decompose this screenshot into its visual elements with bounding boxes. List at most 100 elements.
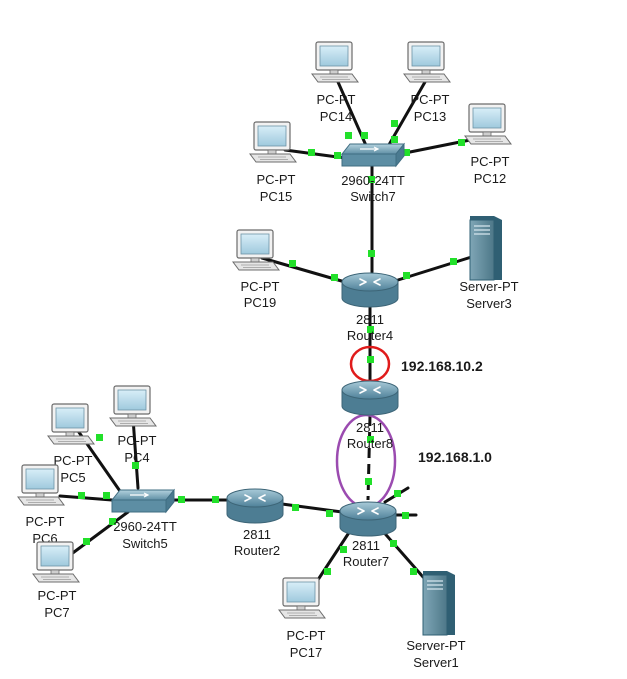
cable-router8-router7[interactable] (366, 415, 372, 501)
link-light (83, 538, 90, 545)
device-name-label: PC7 (44, 605, 69, 620)
link-light (367, 356, 374, 363)
device-switch5[interactable]: 2960-24TT Switch5 (111, 489, 177, 551)
pc-icon (311, 41, 359, 83)
device-pc6[interactable]: PC-PT PC6 (17, 464, 65, 546)
device-type-label: PC-PT (287, 628, 326, 643)
device-type-label: PC-PT (471, 154, 510, 169)
device-pc4[interactable]: PC-PT PC4 (109, 385, 157, 465)
device-type-label: PC-PT (257, 172, 296, 187)
link-light (458, 139, 465, 146)
device-name-label: PC12 (474, 171, 507, 186)
device-name-label: PC15 (260, 189, 293, 204)
link-light (109, 518, 116, 525)
cable-pc4-switch5[interactable] (131, 416, 140, 490)
device-type-label: PC-PT (411, 92, 450, 107)
device-server1[interactable]: Server-PT Server1 (406, 570, 466, 670)
device-type-label: PC-PT (118, 433, 157, 448)
pc-icon (278, 577, 326, 619)
cable-pc6-switch5[interactable] (58, 494, 114, 502)
switch-icon (341, 143, 405, 167)
link-light (103, 492, 110, 499)
device-switch7[interactable]: 2960-24TT Switch7 (341, 143, 405, 204)
link-light (365, 478, 372, 485)
pc-icon (109, 385, 157, 427)
link-light (361, 132, 368, 139)
device-name-label: PC17 (290, 645, 323, 660)
device-type-label: 2811 (356, 312, 384, 327)
link-light (390, 540, 397, 547)
pc-icon (47, 403, 95, 445)
device-type-label: PC-PT (38, 588, 77, 603)
device-router8[interactable]: 2811 Router8 (341, 380, 399, 451)
device-name-label: Router2 (234, 543, 280, 558)
device-name-label: Switch7 (350, 189, 396, 204)
device-type-label: PC-PT (54, 453, 93, 468)
ip-annotation-router8-router7: 192.168.1.0 (418, 449, 492, 465)
device-name-label: PC4 (124, 450, 149, 465)
device-router2[interactable]: 2811 Router2 (226, 488, 284, 558)
router-icon (341, 272, 399, 308)
device-name-label: PC14 (320, 109, 353, 124)
cable-pc7-switch5[interactable] (64, 510, 130, 560)
device-type-label: 2960-24TT (113, 519, 177, 534)
pc-icon (249, 121, 297, 163)
device-name-label: PC13 (414, 109, 447, 124)
link-light (78, 492, 85, 499)
device-name-label: Router8 (347, 436, 393, 451)
link-light (178, 496, 185, 503)
link-light (391, 136, 398, 143)
pc-icon (464, 103, 512, 145)
link-light (96, 434, 103, 441)
device-type-label: PC-PT (241, 279, 280, 294)
device-type-label: 2811 (243, 527, 271, 542)
device-pc5[interactable]: PC-PT PC5 (47, 403, 95, 485)
cable-server3-router4[interactable] (396, 253, 480, 282)
router-icon (341, 380, 399, 416)
device-name-label: PC19 (244, 295, 277, 310)
device-type-label: 2811 (356, 420, 384, 435)
link-light (212, 496, 219, 503)
link-light (345, 132, 352, 139)
device-type-label: Server-PT (406, 638, 465, 653)
device-type-label: PC-PT (26, 514, 65, 529)
link-light (367, 436, 374, 443)
link-light (340, 546, 347, 553)
device-pc14[interactable]: PC-PT PC14 (311, 41, 359, 124)
device-server3[interactable]: Server-PT Server3 (459, 215, 519, 311)
device-router7[interactable]: 2811 Router7 (339, 501, 397, 569)
link-light (402, 512, 409, 519)
link-light (308, 149, 315, 156)
link-light (394, 490, 401, 497)
device-type-label: 2811 (352, 538, 380, 553)
pc-icon (403, 41, 451, 83)
link-light (368, 176, 375, 183)
link-light (324, 568, 331, 575)
pc-icon (32, 541, 80, 583)
device-pc13[interactable]: PC-PT PC13 (403, 41, 451, 124)
link-light (289, 260, 296, 267)
device-pc15[interactable]: PC-PT PC15 (249, 121, 297, 204)
router-icon (339, 501, 397, 537)
link-light (292, 504, 299, 511)
device-pc12[interactable]: PC-PT PC12 (464, 103, 512, 186)
link-light (450, 258, 457, 265)
device-pc19[interactable]: PC-PT PC19 (232, 229, 280, 310)
device-name-label: PC5 (60, 470, 85, 485)
device-name-label: Router7 (343, 554, 389, 569)
device-router4[interactable]: 2811 Router4 (341, 272, 399, 343)
cable-pc12-switch7[interactable] (398, 136, 482, 156)
pc-icon (232, 229, 280, 271)
device-name-label: Server3 (466, 296, 512, 311)
link-light (334, 152, 341, 159)
device-name-label: Router4 (347, 328, 393, 343)
device-type-label: Server-PT (459, 279, 518, 294)
link-lights (78, 120, 465, 575)
link-light (403, 149, 410, 156)
device-pc17[interactable]: PC-PT PC17 (278, 577, 326, 660)
link-light (391, 120, 398, 127)
link-light (331, 274, 338, 281)
device-pc7[interactable]: PC-PT PC7 (32, 541, 80, 620)
